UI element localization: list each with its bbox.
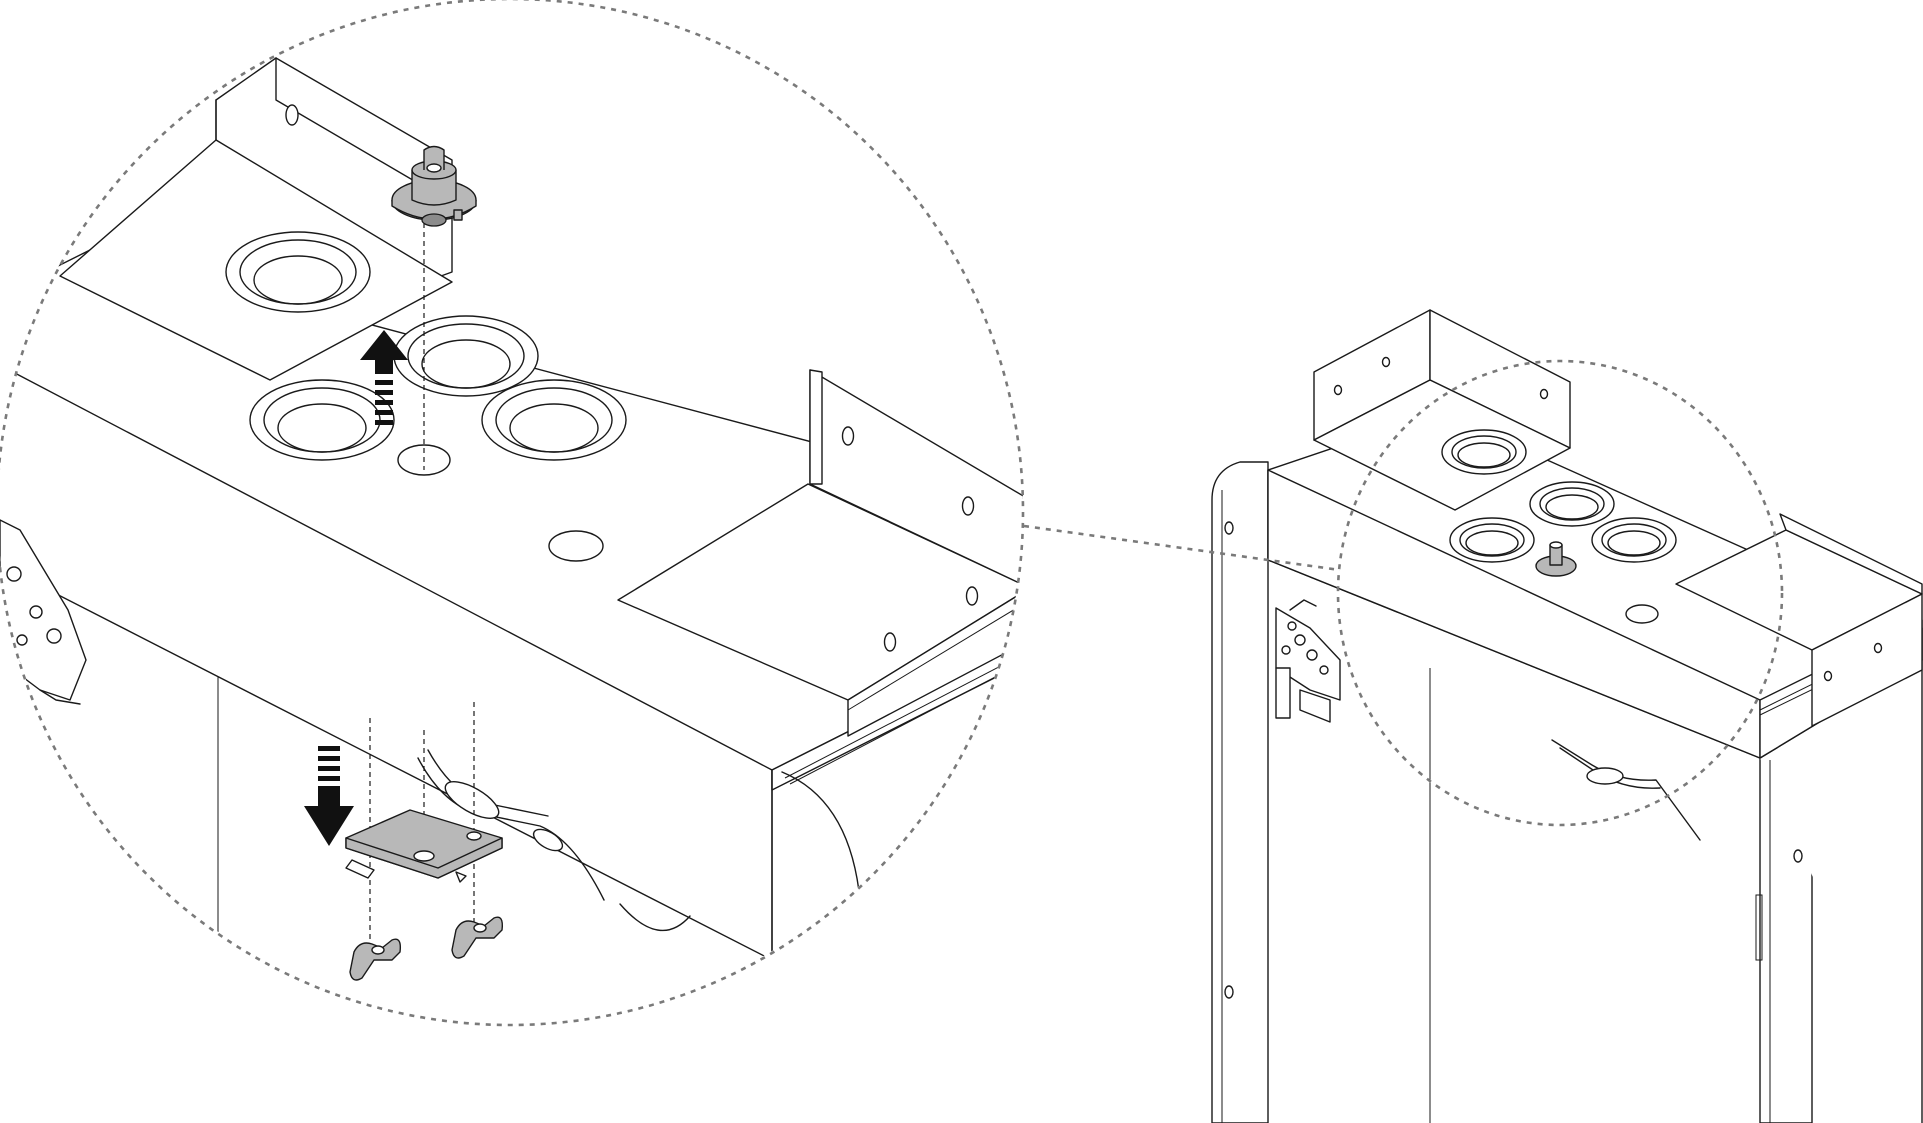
hinge-mechanism bbox=[1275, 599, 1341, 723]
overview-frame bbox=[1211, 309, 1923, 1123]
arrow-up-icon bbox=[360, 330, 408, 425]
overview-cable bbox=[1551, 739, 1701, 841]
stud-with-washer bbox=[391, 145, 477, 227]
callout-connector-line bbox=[1023, 524, 1341, 572]
top-bracket-right bbox=[1675, 513, 1923, 727]
detail-callout-circle bbox=[1336, 359, 1784, 827]
top-bracket-left bbox=[1313, 309, 1571, 511]
detail-hinge bbox=[0, 519, 87, 705]
left-upright bbox=[1211, 461, 1269, 1123]
arrow-down-icon bbox=[304, 746, 354, 846]
detail-bracket-right bbox=[617, 369, 1023, 737]
clamp-plate bbox=[345, 809, 503, 883]
wing-nut bbox=[451, 916, 504, 959]
detail-view-circle bbox=[0, 0, 1025, 1027]
overview-grommets bbox=[1441, 429, 1677, 624]
spare-hole bbox=[548, 530, 604, 562]
wing-nut bbox=[349, 938, 402, 981]
detail-cable bbox=[417, 749, 691, 932]
detail-view bbox=[0, 57, 1023, 1023]
detail-grommets bbox=[225, 231, 627, 562]
overview-stud bbox=[1535, 541, 1577, 577]
